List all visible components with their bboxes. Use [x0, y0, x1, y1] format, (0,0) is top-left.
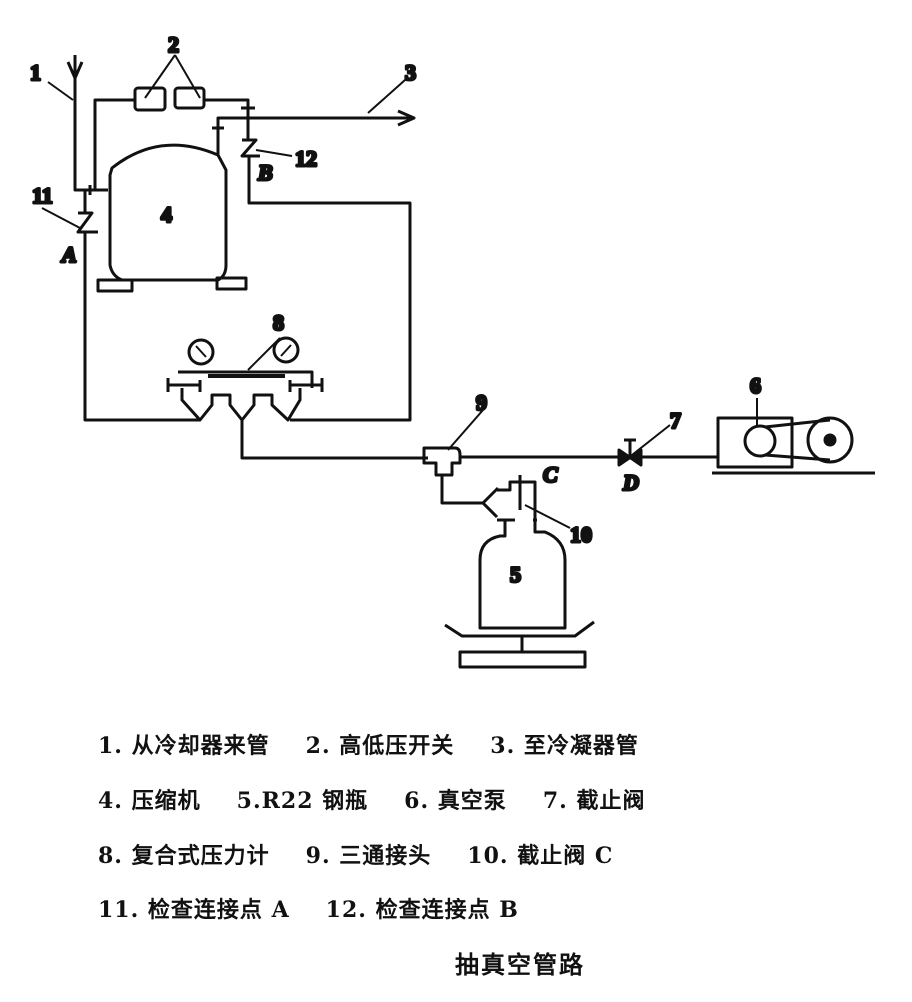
legend-item: 4. 压缩机 [98, 788, 201, 814]
tee-connector [422, 409, 620, 505]
legend-item: 2. 高低压开关 [305, 733, 455, 759]
label-d: D [622, 470, 639, 495]
stop-valve-d [617, 424, 718, 467]
compound-gauge-manifold [166, 336, 428, 460]
pressure-switches [88, 54, 255, 195]
legend-row-3: 8. 复合式压力计 9. 三通接头 10. 截止阀 C [98, 838, 649, 870]
r22-cylinder [478, 475, 571, 630]
check-point-b-valve [240, 138, 412, 422]
legend-item: 10. 截止阀 C [467, 843, 614, 869]
label-5: 5 [510, 562, 521, 587]
label-2: 2 [168, 32, 179, 57]
pipe-to-condenser [212, 79, 416, 155]
label-4: 4 [161, 202, 172, 227]
legend-item: 9. 三通接头 [305, 843, 432, 869]
legend-item: 8. 复合式压力计 [98, 843, 270, 869]
label-9: 9 [476, 390, 487, 415]
label-6: 6 [750, 373, 761, 398]
legend-item: 5.R22 钢瓶 [236, 788, 369, 814]
legend-item: 11. 检查连接点 A [98, 897, 290, 923]
legend-row-4: 11. 检查连接点 A 12. 检查连接点 B [98, 892, 555, 924]
label-11: 11 [32, 183, 53, 208]
label-7: 7 [670, 408, 681, 433]
legend-item: 12. 检查连接点 B [325, 897, 519, 923]
label-12: 12 [295, 146, 317, 171]
vacuum-pump [712, 398, 875, 475]
figure-title: 抽真空管路 [455, 950, 585, 979]
legend-row-1: 1. 从冷却器来管 2. 高低压开关 3. 至冷凝器管 [98, 728, 675, 760]
label-8: 8 [273, 310, 284, 335]
legend-item: 1. 从冷却器来管 [98, 733, 270, 759]
check-point-a-valve [41, 190, 200, 422]
legend-item: 3. 至冷凝器管 [490, 733, 639, 759]
legend-item: 6. 真空泵 [404, 788, 507, 814]
weighing-scale [444, 620, 595, 669]
label-3: 3 [405, 60, 416, 85]
label-a: A [60, 242, 77, 267]
label-10: 10 [570, 522, 592, 547]
legend-item: 7. 截止阀 [542, 788, 646, 814]
legend-row-2: 4. 压缩机 5.R22 钢瓶 6. 真空泵 7. 截止阀 [98, 783, 681, 815]
label-b: B [257, 160, 273, 185]
compressor [96, 143, 248, 293]
label-1: 1 [30, 60, 41, 85]
inlet-pipe-from-cooler [47, 55, 108, 192]
label-c: C [543, 462, 558, 487]
